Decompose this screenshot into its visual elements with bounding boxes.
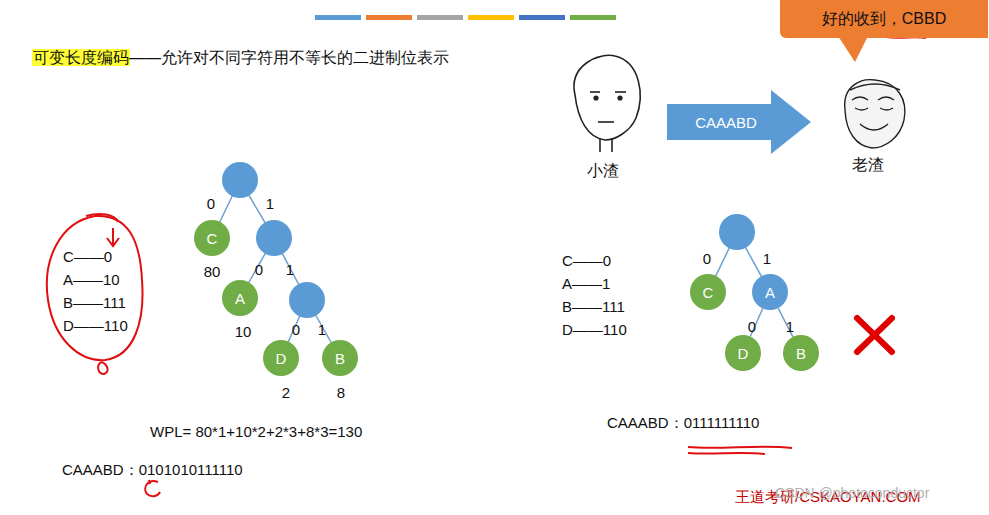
face-caption: 小渣: [587, 161, 619, 180]
tree-node: A: [222, 280, 258, 316]
handwriting: [47, 37, 926, 496]
branch-bit: 0: [703, 250, 711, 268]
wpl-formula: WPL= 80*1+10*2+2*3+8*3=130: [150, 423, 362, 441]
weight-number: 8: [337, 384, 345, 402]
branch-bit: 0: [207, 195, 215, 213]
branch-bit: 1: [763, 250, 771, 268]
tree-node: B: [322, 340, 358, 376]
face-caption: 老渣: [852, 155, 884, 174]
weight-number: 80: [204, 263, 221, 281]
weight-number: 10: [235, 323, 252, 341]
tree-node: C: [194, 220, 230, 256]
encoded-string: CAAABD：0111111110: [607, 414, 759, 432]
node-letter: D: [738, 345, 749, 362]
code-entry: D——110: [562, 321, 627, 339]
node-letter: D: [276, 350, 287, 367]
wrong-mark: [857, 318, 892, 352]
left-tree: [212, 162, 340, 358]
face-icon: [574, 55, 640, 152]
code-entry: B——111: [562, 298, 625, 316]
code-entry: A——10: [63, 271, 120, 289]
arrow-text: CAAABD: [695, 114, 757, 131]
code-entry: C——0: [63, 248, 112, 266]
edge-label: 1: [786, 318, 794, 336]
bubble-text: 好的收到，CBBD: [822, 9, 946, 30]
tree-node: B: [783, 335, 819, 371]
watermark: CSDN @photoconductor: [775, 485, 929, 502]
branch-bit: 1: [318, 321, 326, 339]
tree-node: D: [725, 335, 761, 371]
branch-bit: 1: [266, 195, 274, 213]
tree-node: D: [263, 340, 299, 376]
bubble-tail: [838, 36, 868, 62]
speech-bubble: 好的收到，CBBD: [780, 0, 988, 38]
slide-title: 可变长度编码——允许对不同字符用不等长的二进制位表示: [33, 48, 449, 67]
tree-node: A: [752, 274, 788, 310]
code-entry: A——1: [562, 275, 610, 293]
node-letter: A: [235, 290, 245, 307]
tree-node: C: [690, 274, 726, 310]
node-letter: A: [765, 284, 775, 301]
code-entry: C——0: [562, 252, 611, 270]
node-letter: B: [335, 350, 345, 367]
node-letter: C: [207, 230, 218, 247]
node-letter: C: [703, 284, 714, 301]
encoded-string: CAAABD：0101010111110: [62, 461, 243, 479]
branch-bit: 0: [255, 261, 263, 279]
branch-bit: 1: [286, 261, 294, 279]
color-stripes: [315, 15, 616, 20]
arrow-box: CAAABD: [667, 90, 811, 154]
edge-label: 0: [748, 318, 756, 336]
branch-bit: 0: [292, 321, 300, 339]
face-icon: [845, 80, 905, 148]
node-letter: B: [796, 345, 806, 362]
weight-number: 2: [282, 384, 290, 402]
code-entry: D——110: [63, 317, 128, 335]
code-entry: B——111: [63, 294, 126, 312]
